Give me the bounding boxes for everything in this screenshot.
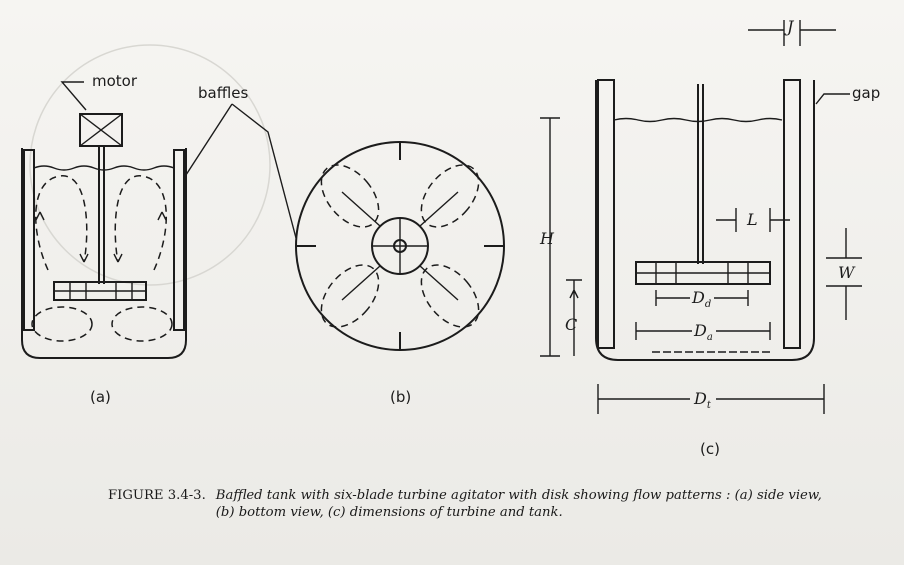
flow-loop-b-2 (420, 164, 480, 228)
view-label-c: (c) (700, 440, 720, 458)
motor-cross (79, 113, 123, 147)
gap-leader (815, 93, 850, 105)
baffle-left-c (597, 79, 615, 349)
shaft-a (98, 146, 105, 284)
dim-W-lines (826, 228, 862, 320)
dim-H-lines (540, 117, 560, 357)
view-label-b: (b) (390, 388, 411, 406)
dim-J-lines (748, 20, 836, 46)
dim-L-lines (716, 208, 790, 232)
dim-Dd-label: Dd (691, 288, 711, 310)
bleed-through-circle (29, 44, 271, 286)
radial-lines-b (341, 191, 459, 301)
tank-outline-a (21, 148, 187, 359)
dim-J-label: J (784, 17, 795, 36)
motor-label: motor (92, 72, 138, 90)
flow-arrows-wall (35, 211, 167, 221)
dim-L-label: L (746, 210, 758, 229)
figure-number: FIGURE 3.4-3. (108, 488, 206, 503)
flow-arrows-upper (79, 253, 123, 263)
flow-loop-lower-left (31, 306, 93, 342)
baffles-leader-lines (183, 103, 297, 239)
caption-text: Baffled tank with six-blade turbine agit… (215, 488, 822, 520)
dim-W-label: W (838, 263, 856, 282)
flow-loop-b-3 (320, 264, 380, 328)
dim-H-label: H (539, 229, 555, 248)
impeller-blades-c (636, 262, 770, 284)
baffle-right-a (173, 149, 185, 331)
figure-caption: FIGURE 3.4-3. Baffled tank with six-blad… (108, 487, 828, 521)
impeller-blades-a (54, 282, 146, 300)
bottom-view-b: (b) (295, 141, 505, 406)
dim-Dt-lines (597, 384, 825, 414)
baffle-left-a (23, 149, 35, 331)
gap-label: gap (852, 84, 880, 102)
baffle-right-c (783, 79, 801, 349)
view-label-a: (a) (90, 388, 111, 406)
dim-Dd-lines (655, 290, 749, 306)
dim-Da-lines (635, 322, 771, 340)
dim-Dt-label: Dt (693, 389, 712, 411)
motor-box (79, 113, 123, 147)
dimensions-view-c: J gap H C L W Dd Da Dt (c) (539, 17, 880, 458)
flow-loop-upper-left (34, 175, 88, 271)
flow-loop-b-1 (320, 164, 380, 228)
dim-C-label: C (565, 315, 577, 334)
dim-C-lines (566, 279, 582, 356)
baffles-label: baffles (198, 84, 248, 102)
flow-loop-lower-right (111, 306, 173, 342)
flow-loop-b-4 (420, 264, 480, 328)
side-view-a: motor (a) (21, 72, 187, 406)
baffles-b (296, 142, 504, 350)
disk-crosshair-b (372, 218, 428, 274)
motor-leader-line (60, 81, 87, 111)
shaft-c (697, 84, 704, 264)
dim-Da-label: Da (693, 321, 713, 343)
flow-loop-upper-right (114, 175, 168, 271)
